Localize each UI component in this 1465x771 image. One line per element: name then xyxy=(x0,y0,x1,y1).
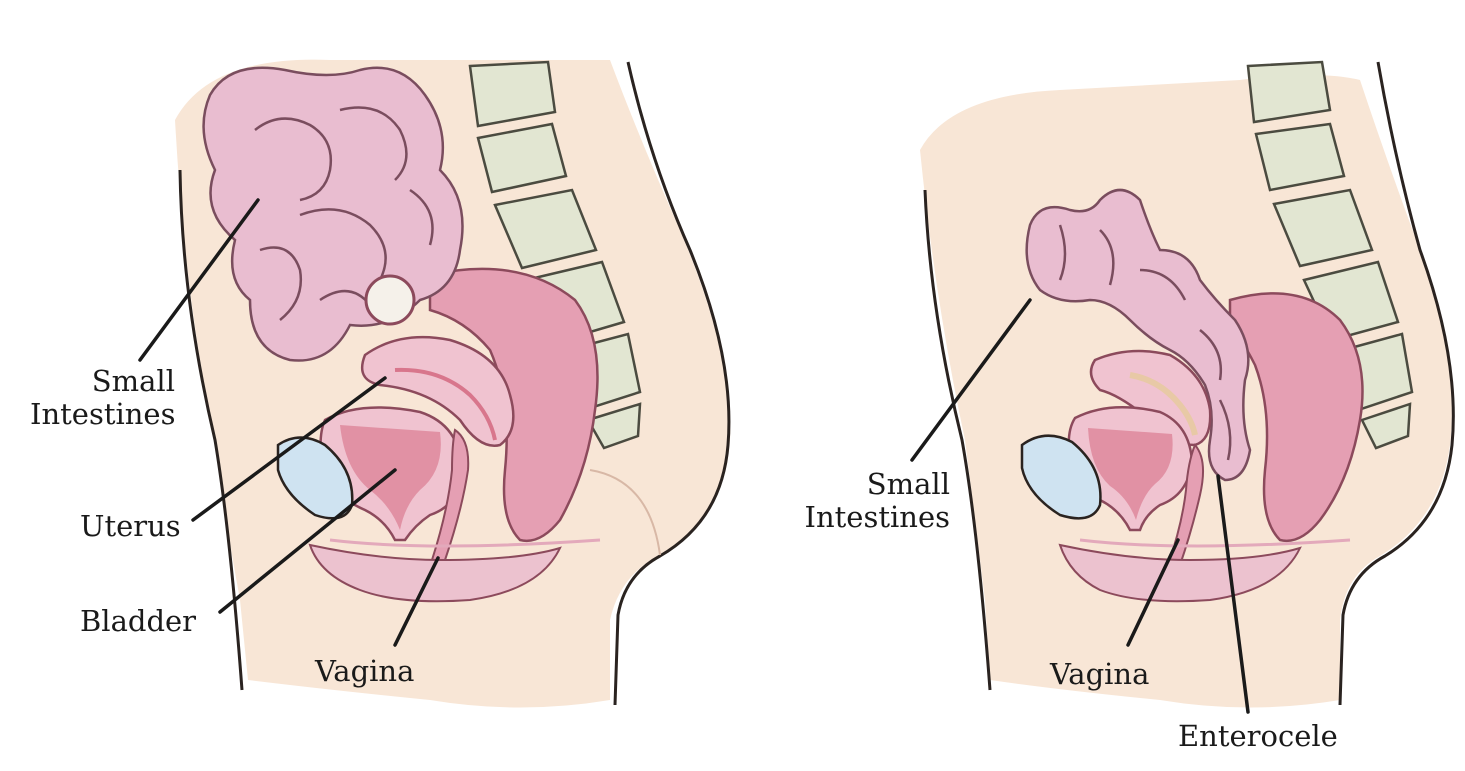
label-vagina-right-text: Vagina xyxy=(1050,658,1149,691)
label-small-intestines-right-line2: Intestines xyxy=(800,501,950,534)
label-enterocele: Enterocele xyxy=(1178,720,1338,753)
label-uterus-text: Uterus xyxy=(80,510,181,543)
label-small-intestines-left: Small Intestines xyxy=(30,365,175,431)
left-pelvis-figure xyxy=(175,60,730,708)
label-small-intestines-left-line1: Small xyxy=(30,365,175,398)
label-bladder-text: Bladder xyxy=(80,605,196,638)
left-ovary xyxy=(366,276,414,324)
label-small-intestines-left-line2: Intestines xyxy=(30,398,175,431)
label-small-intestines-right: Small Intestines xyxy=(800,468,950,534)
label-vagina-left: Vagina xyxy=(315,655,414,688)
label-vagina-left-text: Vagina xyxy=(315,655,414,688)
label-small-intestines-right-line1: Small xyxy=(800,468,950,501)
label-vagina-right: Vagina xyxy=(1050,658,1149,691)
right-pelvis-figure xyxy=(920,62,1453,708)
label-uterus: Uterus xyxy=(80,510,181,543)
label-bladder: Bladder xyxy=(80,605,196,638)
label-enterocele-text: Enterocele xyxy=(1178,720,1338,753)
